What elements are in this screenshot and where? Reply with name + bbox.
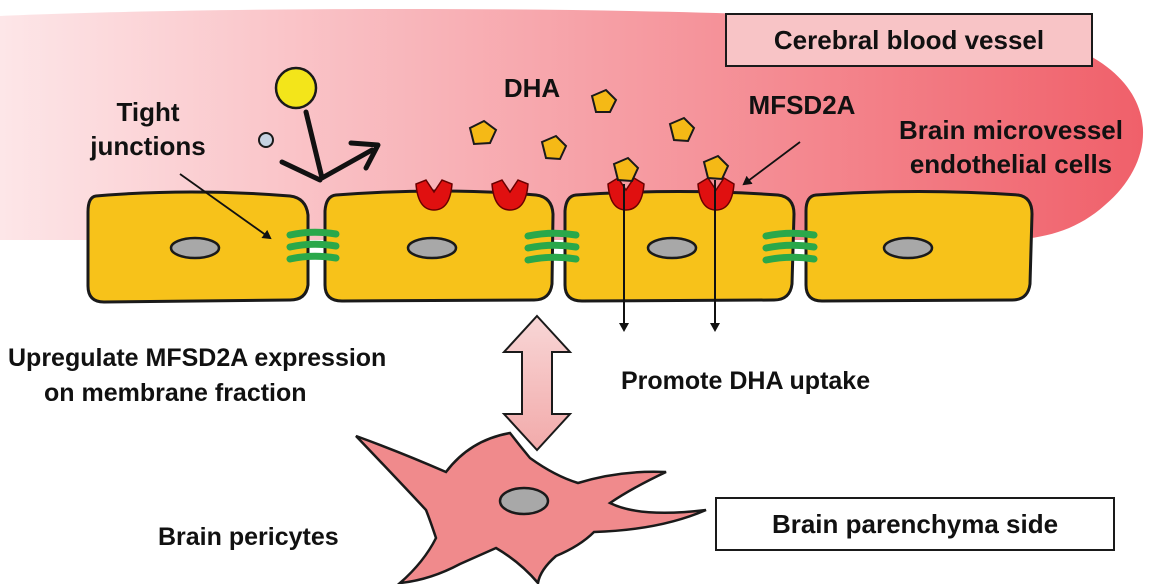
mfsd2a-label: MFSD2A	[749, 90, 856, 120]
nucleus-2	[406, 236, 458, 260]
tight-junction-2	[524, 229, 580, 264]
mfsd2a-transporter-2	[491, 179, 529, 211]
nucleus-1	[169, 236, 221, 260]
deflection-arrow	[279, 109, 381, 183]
dha-label: DHA	[504, 73, 561, 103]
upregulate-label-line2: on membrane fraction	[44, 379, 307, 407]
dha-molecule	[612, 156, 640, 183]
blocked-large-molecule	[274, 66, 318, 110]
pericyte-nucleus	[498, 486, 550, 516]
parenchyma-label-box	[715, 497, 1115, 551]
upregulate-label-line1: Upregulate MFSD2A expression	[8, 344, 386, 372]
parenchyma-label: Brain parenchyma side	[772, 509, 1058, 539]
tight-junctions-label-line1: Tight	[116, 97, 179, 127]
endothelial-label-line2: endothelial cells	[910, 149, 1112, 179]
mfsd2a-transporters	[415, 176, 735, 211]
tight-junction-1	[286, 228, 340, 263]
dha-molecules	[468, 88, 730, 183]
mfsd2a-pointer	[742, 141, 801, 186]
endothelial-label-line1: Brain microvessel	[899, 115, 1123, 145]
dha-molecule	[668, 116, 696, 143]
vessel-label: Cerebral blood vessel	[774, 25, 1044, 55]
pericyte-interaction-arrow	[501, 314, 573, 452]
dha-molecule	[590, 88, 618, 113]
dha-molecule	[468, 119, 498, 146]
promote-uptake-label: Promote DHA uptake	[621, 367, 870, 395]
tight-junctions-label-line2: junctions	[89, 131, 206, 161]
pericytes-label: Brain pericytes	[158, 523, 339, 551]
mfsd2a-transporter-1	[415, 179, 453, 211]
blocked-small-molecule	[258, 132, 274, 148]
dha-molecule	[540, 134, 568, 161]
nuclei	[169, 236, 934, 260]
tight-junctions	[286, 228, 818, 264]
tight-junction-3	[762, 229, 818, 264]
dha-uptake-arrows	[619, 180, 720, 332]
dha-molecule	[702, 154, 730, 181]
mfsd2a-transporter-3	[607, 176, 645, 211]
vessel-label-box	[725, 13, 1093, 67]
tight-junction-pointer	[179, 173, 272, 240]
nucleus-4	[882, 236, 934, 260]
nucleus-3	[646, 236, 698, 260]
